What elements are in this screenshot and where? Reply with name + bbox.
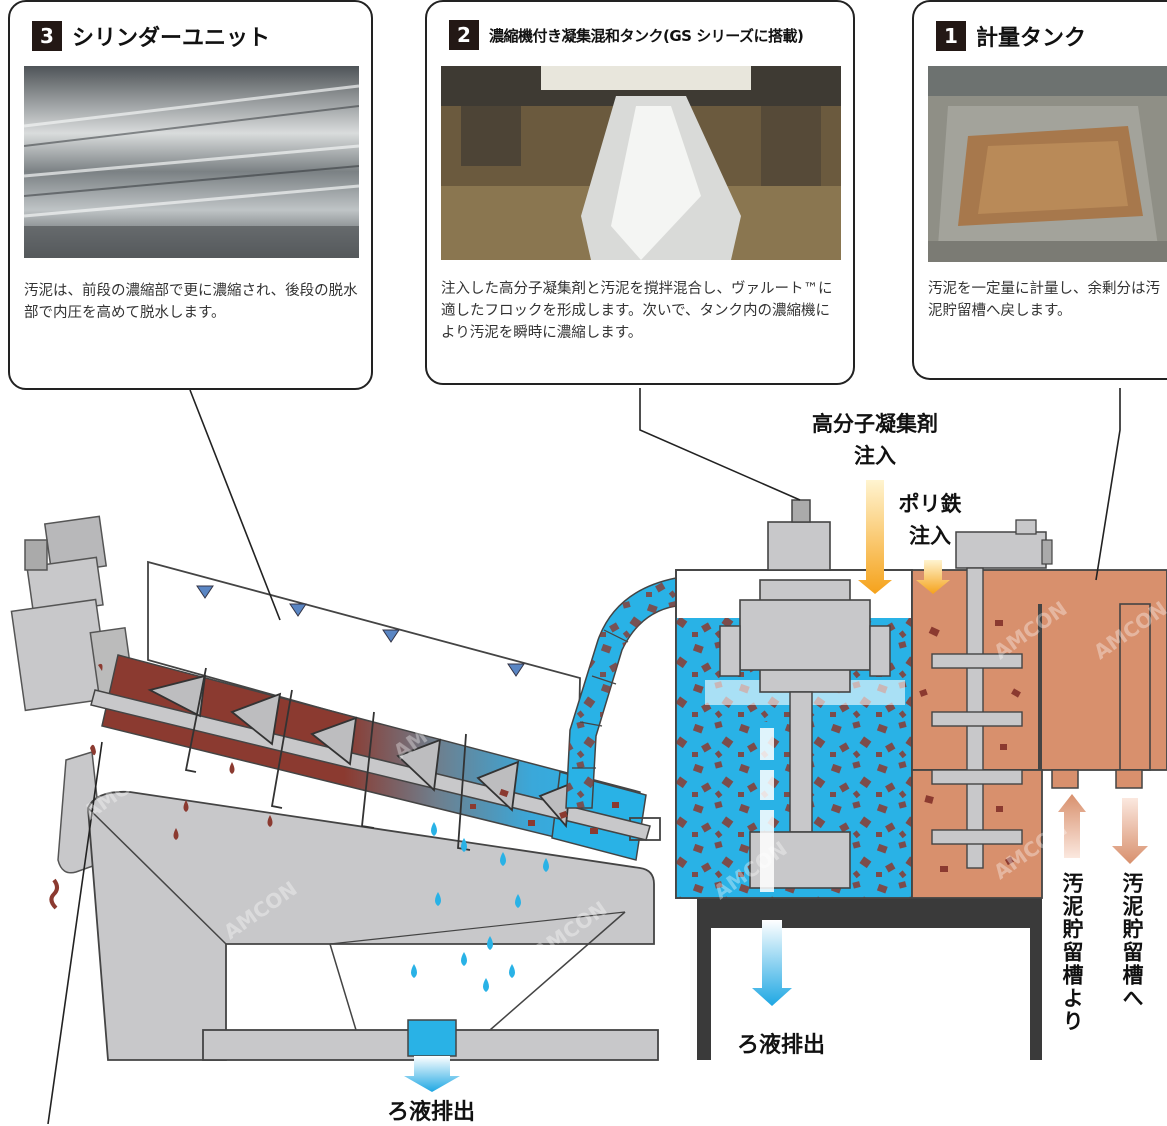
callout-title: 濃縮機付き凝集混和タンク(GS シリーズに搭載) (489, 26, 804, 45)
concentrator (719, 499, 891, 892)
metering-tank-photo (928, 66, 1167, 262)
stirrer (931, 519, 1053, 869)
polymer-injection-label: 高分子凝集剤 注入 (812, 412, 938, 468)
from-storage-arrow (1058, 794, 1086, 858)
screw-flights (147, 674, 572, 829)
filtrate-arrow-left (404, 1056, 460, 1092)
cylinder-screw-photo (24, 66, 359, 258)
callout-description: 注入した高分子凝集剤と汚泥を撹拌混合し、ヴァルート™に適したフロックを形成します… (441, 281, 833, 341)
callout-description: 汚泥は、前段の濃縮部で更に濃縮され、後段の脱水部で内圧を高めて脱水します。 (24, 283, 358, 321)
filtrate-arrow-right (752, 920, 792, 1006)
polyiron-injection-label: ポリ鉄 注入 (898, 492, 962, 548)
callout-mixing-tank: 2 濃縮機付き凝集混和タンク(GS シリーズに搭載) 注入した高分子凝集剤と汚泥… (425, 0, 855, 385)
filtrate-discharge-label-left: ろ液排出 (386, 1100, 475, 1125)
polyiron-injection-arrow (916, 560, 950, 594)
callout-description: 汚泥を一定量に計量し、余剰分は汚泥貯留槽へ戻します。 (928, 281, 1160, 319)
tank-stand (697, 898, 1042, 1060)
callout-metering-tank: 1 計量タンク 汚泥を一定量に計量し、余剰分は汚泥貯留槽へ戻します。 (912, 0, 1167, 380)
filtrate-discharge-label-right: ろ液排出 (736, 1033, 825, 1058)
callout-title: 計量タンク (976, 26, 1087, 51)
callout-cylinder-unit: 3 シリンダーユニット (8, 0, 373, 390)
callout-title: シリンダーユニット (72, 26, 271, 51)
to-storage-arrow (1112, 798, 1148, 864)
from-storage-label: 汚泥貯留槽より (1060, 872, 1084, 1033)
callout-number-badge: 3 (32, 21, 62, 51)
polymer-injection-arrow (858, 480, 892, 594)
to-storage-label: 汚泥貯留槽へ (1120, 872, 1144, 1010)
mixing-tank-photo (441, 66, 841, 260)
callout-number-badge: 1 (936, 21, 966, 51)
callout-number-badge: 2 (449, 20, 479, 50)
